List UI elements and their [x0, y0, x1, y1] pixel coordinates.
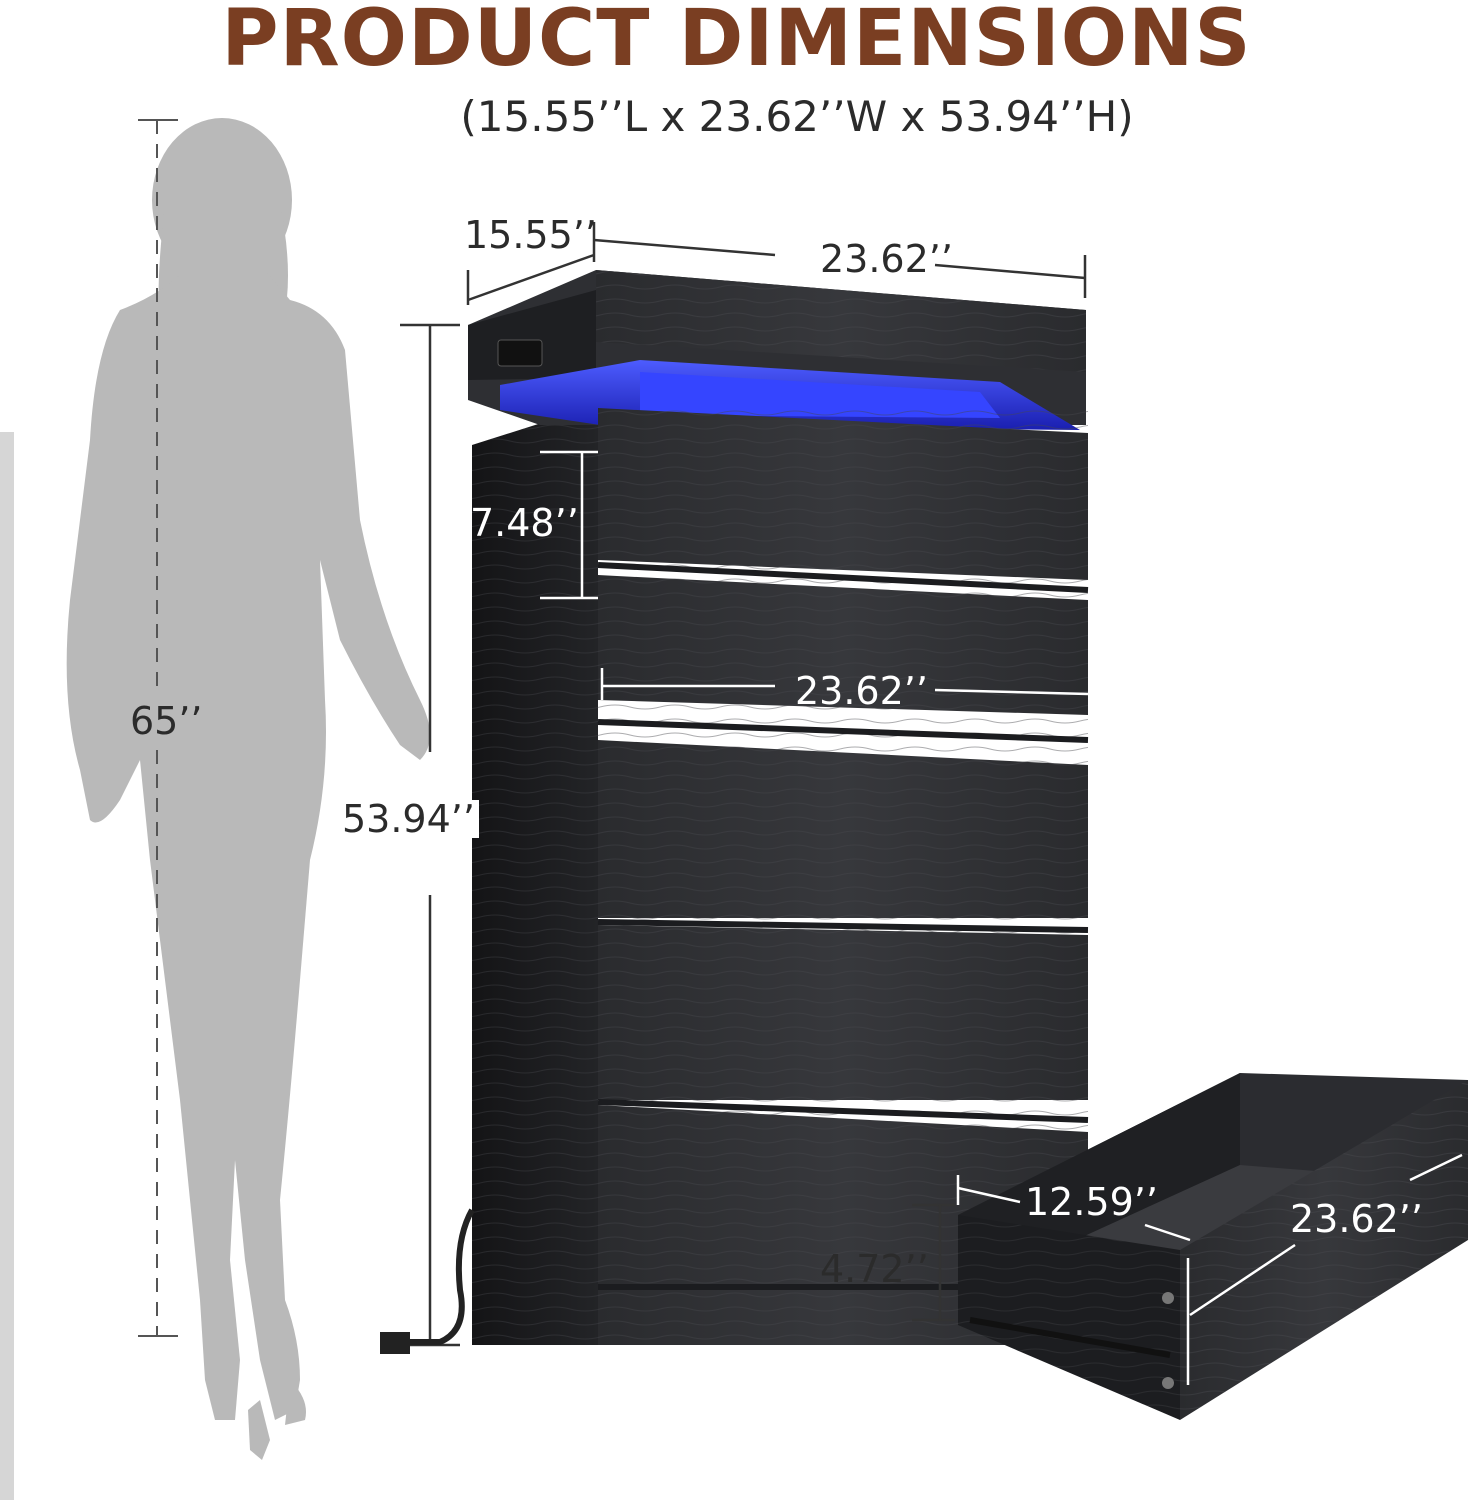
open-drawer-height-label: 4.72’’	[820, 1247, 929, 1291]
drawer-width-label: 23.62’’	[795, 669, 928, 713]
page-title: PRODUCT DIMENSIONS	[221, 0, 1252, 84]
open-drawer-height-marker	[912, 1203, 955, 1322]
outlet-icon	[497, 339, 543, 367]
top-width-label: 23.62’’	[820, 237, 953, 281]
open-drawer-depth-label: 12.59’’	[1025, 1180, 1158, 1224]
top-dimension-lines	[466, 222, 1087, 305]
drawer-height-marker	[540, 450, 598, 600]
drawer-width-marker	[600, 668, 1089, 700]
person-height-marker	[138, 119, 178, 1337]
dimensions-summary: (15.55’’L x 23.62’’W x 53.94’’H)	[460, 92, 1134, 141]
person-height-label: 65’’	[130, 699, 203, 743]
drawer-height-label: 7.48’’	[470, 501, 579, 545]
person-silhouette	[66, 118, 431, 1460]
open-drawer-markers	[956, 1153, 1463, 1385]
overall-height-label: 53.94’’	[338, 800, 479, 838]
dresser	[380, 270, 1089, 1354]
power-cord	[410, 1208, 475, 1345]
plug-icon	[380, 1332, 410, 1354]
drawer-fronts	[597, 408, 1089, 1345]
side-accent-bar	[0, 432, 14, 1500]
open-drawer-width-label: 23.62’’	[1290, 1197, 1423, 1241]
open-drawer	[958, 1073, 1468, 1420]
top-depth-label: 15.55’’	[464, 213, 597, 257]
